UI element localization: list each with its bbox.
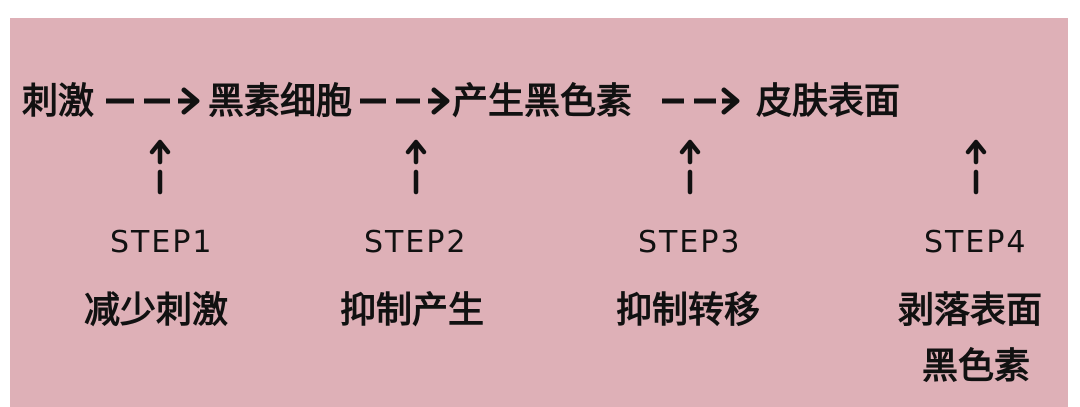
step-4-label: STEP4 [924,225,1028,260]
up-arrow-icon [679,139,701,195]
step-4-description-line1: 剥落表面 [898,290,1043,331]
step-4-description-line2: 黑色素 [922,346,1031,387]
dashed-arrow-icon [662,87,740,115]
dashed-arrow-icon [360,87,450,115]
step-3-label: STEP3 [638,225,742,260]
step-1-label: STEP1 [110,225,214,260]
step-1-description: 减少刺激 [84,290,229,331]
flow-stage-produce-melanin: 产生黑色素 [452,81,633,122]
flow-stage-stimulus: 刺激 [22,81,95,122]
diagram-panel [10,18,1068,407]
step-3-description: 抑制转移 [616,290,761,331]
flow-stage-skin-surface: 皮肤表面 [756,81,901,122]
flow-stage-melanocyte: 黑素细胞 [208,81,353,122]
step-2-label: STEP2 [364,225,468,260]
up-arrow-icon [405,139,427,195]
dashed-arrow-icon [106,87,200,115]
up-arrow-icon [149,139,171,195]
up-arrow-icon [965,139,987,195]
step-2-description: 抑制产生 [340,290,485,331]
